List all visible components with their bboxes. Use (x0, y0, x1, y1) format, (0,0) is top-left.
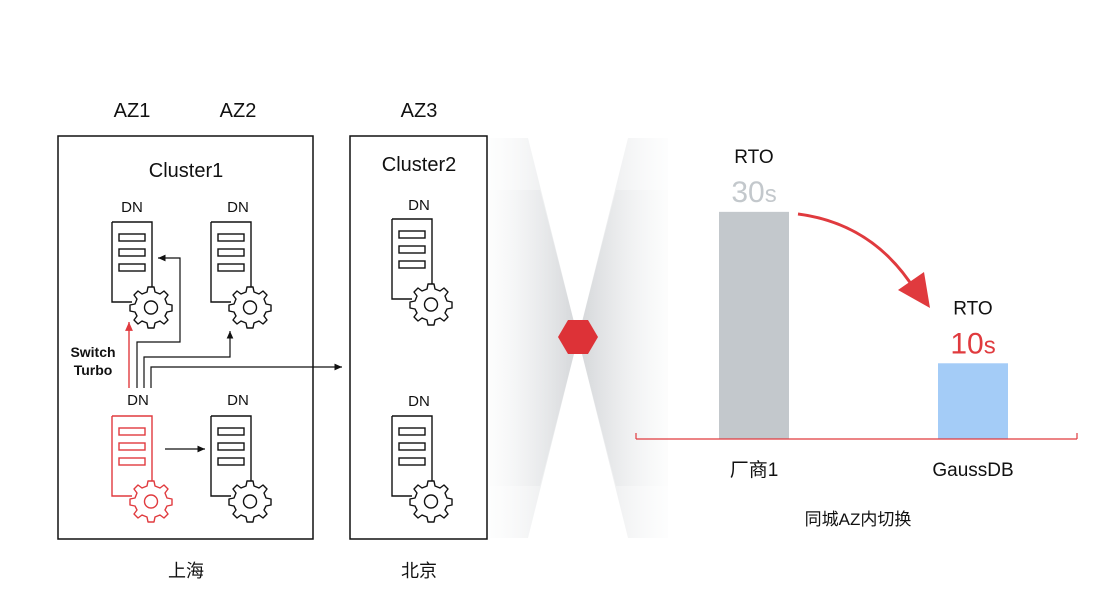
category-label: 厂商1 (730, 459, 779, 481)
server-icon (391, 218, 453, 326)
dn-label: DN (408, 197, 430, 214)
primary-server-icon (111, 415, 173, 523)
sync-arrow-az1 (136, 254, 181, 388)
cluster2-title: Cluster2 (382, 154, 456, 176)
sync-arrow-az3 (150, 363, 342, 388)
cluster2-box (349, 135, 488, 540)
dn-label: DN (227, 392, 249, 409)
dn-label: DN (408, 393, 430, 410)
data-label: 10s (950, 327, 995, 360)
cluster1-title: Cluster1 (149, 160, 223, 182)
city-shanghai: 上海 (168, 561, 204, 581)
category-label: GaussDB (932, 460, 1013, 481)
az3-label: AZ3 (401, 100, 438, 122)
funnel-graphic (490, 138, 668, 538)
hexagon-icon (558, 320, 598, 354)
server-icon (391, 415, 453, 523)
dn-label: DN (127, 392, 149, 409)
data-label: 30s (731, 176, 776, 209)
city-beijing: 北京 (401, 561, 437, 581)
improvement-arrowhead (898, 272, 930, 308)
improvement-arrow (797, 212, 917, 291)
turbo-label: Turbo (74, 362, 113, 378)
cluster1-box (57, 135, 314, 540)
chart-xlabel: 同城AZ内切换 (805, 510, 912, 529)
sync-arrow-az2 (143, 331, 234, 388)
chart-bar (938, 363, 1008, 439)
server-icon (210, 221, 272, 329)
az2-label: AZ2 (220, 100, 257, 122)
rto-label: RTO (953, 298, 992, 319)
az1-label: AZ1 (114, 100, 151, 122)
chart-bar (719, 211, 789, 439)
rto-label: RTO (734, 147, 773, 168)
switch-label: Switch (70, 344, 115, 360)
dn-label: DN (227, 199, 249, 216)
server-icon (210, 415, 272, 523)
dn-label: DN (121, 199, 143, 216)
server-icon (111, 221, 173, 329)
